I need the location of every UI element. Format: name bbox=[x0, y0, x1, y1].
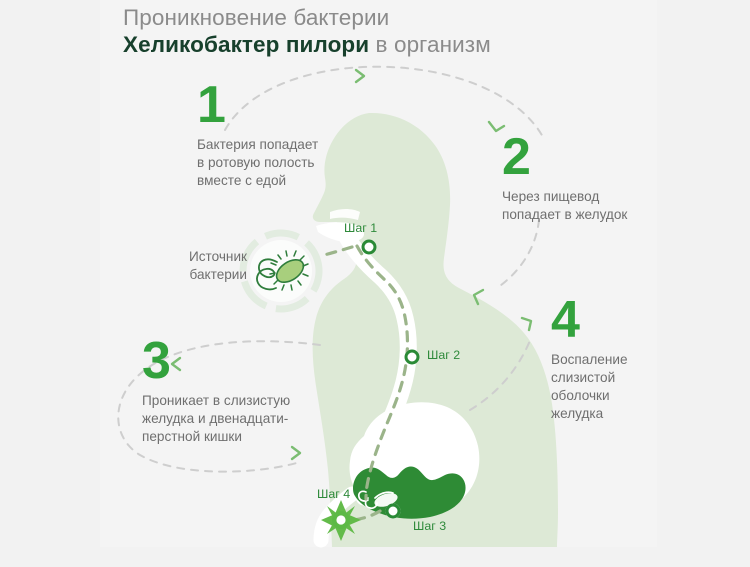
title-line-1: Проникновение бактерии bbox=[123, 5, 390, 30]
step-2-text: Через пищевод попадает в желудок bbox=[502, 188, 628, 222]
arrow-heads bbox=[170, 68, 533, 461]
step-3-text: Проникает в слизистую желудка и двенадца… bbox=[142, 392, 291, 444]
step-1-text: Бактерия попадает в ротовую полость вмес… bbox=[197, 136, 319, 188]
step-3-number: 3 bbox=[142, 332, 171, 390]
step-4: 4 Воспаление слизистой оболочки желудка bbox=[551, 291, 628, 423]
step-2-number: 2 bbox=[502, 128, 531, 186]
bacteria-source-label: Источник бактерии bbox=[188, 249, 247, 283]
step-4-text: Воспаление слизистой оболочки желудка bbox=[551, 351, 628, 422]
marker-step-1 bbox=[361, 239, 377, 255]
marker-step-2 bbox=[404, 349, 420, 365]
marker-step-4-inflammation-burst-icon bbox=[321, 500, 361, 541]
bacteria-icon bbox=[256, 250, 309, 291]
step-3: 3 Проникает в слизистую желудка и двенад… bbox=[142, 332, 291, 446]
bacteria-source-circle bbox=[239, 229, 323, 313]
title-tail: в организм bbox=[369, 32, 491, 58]
arrow-3-left bbox=[170, 356, 182, 372]
stomach-bacteria-icon bbox=[357, 490, 398, 510]
arrow-into-4 bbox=[520, 316, 533, 332]
marker-label-step-1: Шаг 1 bbox=[344, 221, 378, 235]
arrow-1-to-2 bbox=[354, 68, 366, 84]
step-4-number: 4 bbox=[551, 291, 580, 349]
marker-step-3 bbox=[385, 503, 401, 519]
title-highlight: Хеликобактер пилори bbox=[123, 32, 370, 58]
step-2: 2 Через пищевод попадает в желудок bbox=[502, 128, 628, 224]
marker-label-step-3: Шаг 3 bbox=[413, 519, 447, 533]
arrow-into-2 bbox=[487, 120, 506, 133]
marker-label-step-4: Шаг 4 bbox=[317, 487, 351, 501]
step-1: 1 Бактерия попадает в ротовую полость вм… bbox=[197, 76, 319, 190]
title-line-2: Хеликобактер пилори в организм bbox=[123, 31, 643, 58]
step-markers bbox=[321, 239, 420, 541]
step-1-number: 1 bbox=[197, 76, 226, 134]
arrow-3-out bbox=[290, 445, 302, 461]
step-connector-arcs bbox=[117, 65, 544, 473]
stomach-icon bbox=[313, 402, 480, 548]
marker-label-step-2: Шаг 2 bbox=[427, 348, 461, 362]
page-title: Проникновение бактерии Хеликобактер пило… bbox=[123, 4, 643, 59]
arrow-into-3 bbox=[472, 288, 485, 306]
